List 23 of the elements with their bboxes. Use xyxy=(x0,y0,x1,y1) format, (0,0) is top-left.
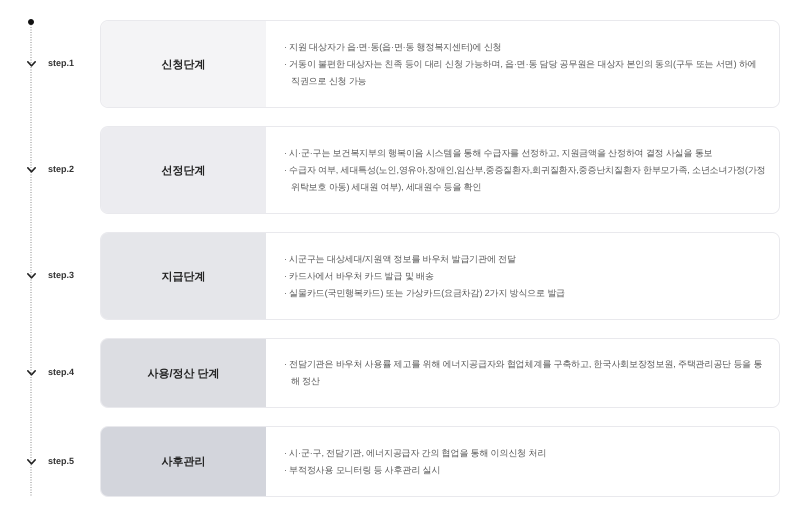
bullet-text: · 수급자 여부, 세대특성(노인,영유아,장애인,임산부,중증질환자,희귀질환자,중증난치질환자 한부모가족, 소년소녀가정(가정위탁보호 아동) 세대원 여부), 세대원수 등을 확인 xyxy=(284,164,767,194)
step-label: step.2 xyxy=(48,164,74,174)
step-title: 신청단계 xyxy=(101,21,266,107)
step-title: 사용/정산 단계 xyxy=(101,339,266,407)
step-card xyxy=(100,338,780,408)
step-title: 사후관리 xyxy=(101,427,266,496)
bullet-text: · 시군구는 대상세대/지원액 정보를 바우처 발급기관에 전달 xyxy=(284,252,517,266)
step-label: step.4 xyxy=(48,367,74,377)
bullet-text: · 거동이 불편한 대상자는 친족 등이 대리 신청 가능하며, 읍·면·동 담당 공무원은 대상자 본인의 동의(구두 또는 서면) 하에 직권으로 신청 가능 xyxy=(284,58,758,88)
bullet-text: · 시·군·구, 전담기관, 에너지공급자 간의 협업을 통해 이의신청 처리 xyxy=(284,446,548,460)
step-card xyxy=(100,426,780,497)
bullet-text: · 시·군·구는 보건복지부의 행복이음 시스템을 통해 수급자를 선정하고, 지원금액을 산정하여 결정 사실을 통보 xyxy=(284,146,714,160)
bullet-text: · 실물카드(국민행복카드) 또는 가상카드(요금차감) 2가지 방식으로 발급 xyxy=(284,286,566,300)
bullet-text: · 부적정사용 모니터링 등 사후관리 실시 xyxy=(284,464,442,476)
step-label: step.3 xyxy=(48,270,74,280)
step-title: 지급단계 xyxy=(101,233,266,319)
bullet-text: · 지원 대상자가 읍·면·동(읍·면·동 행정복지센터)에 신청 xyxy=(284,40,503,54)
step-label: step.5 xyxy=(48,456,74,466)
step-card xyxy=(100,232,780,320)
step-label: step.1 xyxy=(48,58,74,68)
step-title: 선정단계 xyxy=(101,127,266,213)
bullet-text: · 카드사에서 바우처 카드 발급 및 배송 xyxy=(284,270,435,282)
bullet-text: · 전담기관은 바우처 사용률 제고를 위해 에너지공급자와 협업체계를 구축하고, 한국사회보장정보원, 주택관리공단 등을 통해 정산 xyxy=(284,358,764,388)
